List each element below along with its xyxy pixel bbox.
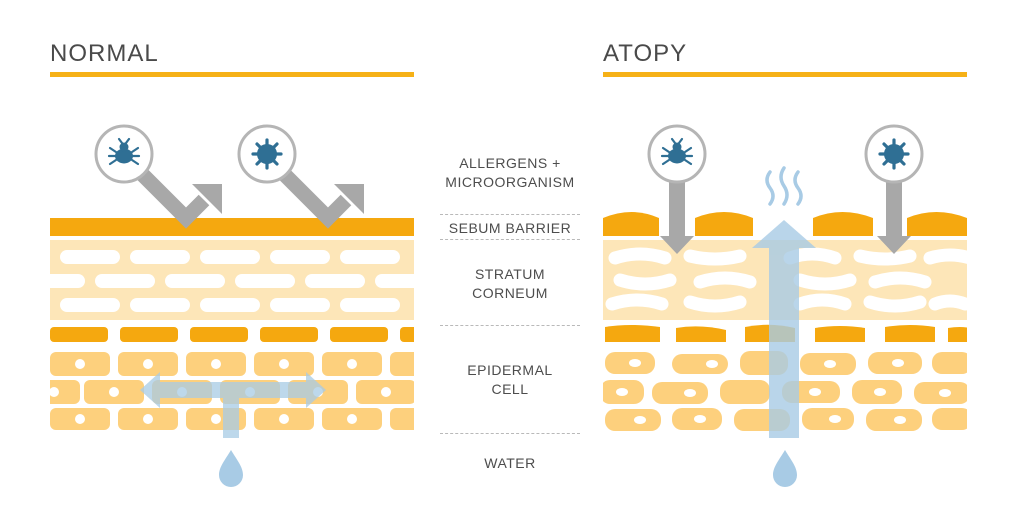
normal-allergen-mite bbox=[94, 124, 154, 184]
atopy-panel-title: ATOPY bbox=[603, 40, 688, 67]
water-drop-icon bbox=[219, 450, 243, 487]
evaporation-icon bbox=[765, 166, 803, 206]
normal-allergen-microbe bbox=[237, 124, 297, 184]
label-epidermal-cell: EPIDERMAL CELL bbox=[467, 362, 553, 397]
label-water: WATER bbox=[484, 455, 536, 471]
atopy-allergen-microbe bbox=[864, 124, 924, 184]
label-stratum-corneum: STRATUM CORNEUM bbox=[472, 266, 548, 301]
normal-panel-title: NORMAL bbox=[50, 40, 159, 67]
label-divider bbox=[440, 433, 580, 434]
atopy-allergen-penetrate-arrows bbox=[660, 180, 911, 254]
atopy-water-loss-arrow bbox=[752, 220, 816, 438]
normal-sebum-barrier bbox=[50, 218, 414, 236]
label-divider bbox=[440, 214, 580, 215]
deflect-arrow-head bbox=[192, 184, 222, 214]
atopy-allergen-mite bbox=[647, 124, 707, 184]
label-divider bbox=[440, 325, 580, 326]
water-drop-icon bbox=[773, 450, 797, 487]
normal-stratum-corneum bbox=[50, 240, 414, 342]
normal-water-retained-arrows bbox=[140, 372, 326, 438]
label-divider bbox=[440, 239, 580, 240]
atopy-sebum-barrier bbox=[603, 212, 967, 236]
normal-skin bbox=[50, 124, 414, 487]
atopy-title-underline bbox=[603, 72, 967, 77]
normal-title-underline bbox=[50, 72, 414, 77]
label-allergens: ALLERGENS + MICROORGANISM bbox=[445, 155, 575, 190]
atopy-epidermal-cells bbox=[603, 351, 967, 431]
deflect-arrow-head bbox=[334, 184, 364, 214]
label-sebum-barrier: SEBUM BARRIER bbox=[448, 220, 572, 236]
normal-allergen-deflect-arrows bbox=[124, 156, 352, 229]
atopy-skin bbox=[603, 124, 967, 487]
